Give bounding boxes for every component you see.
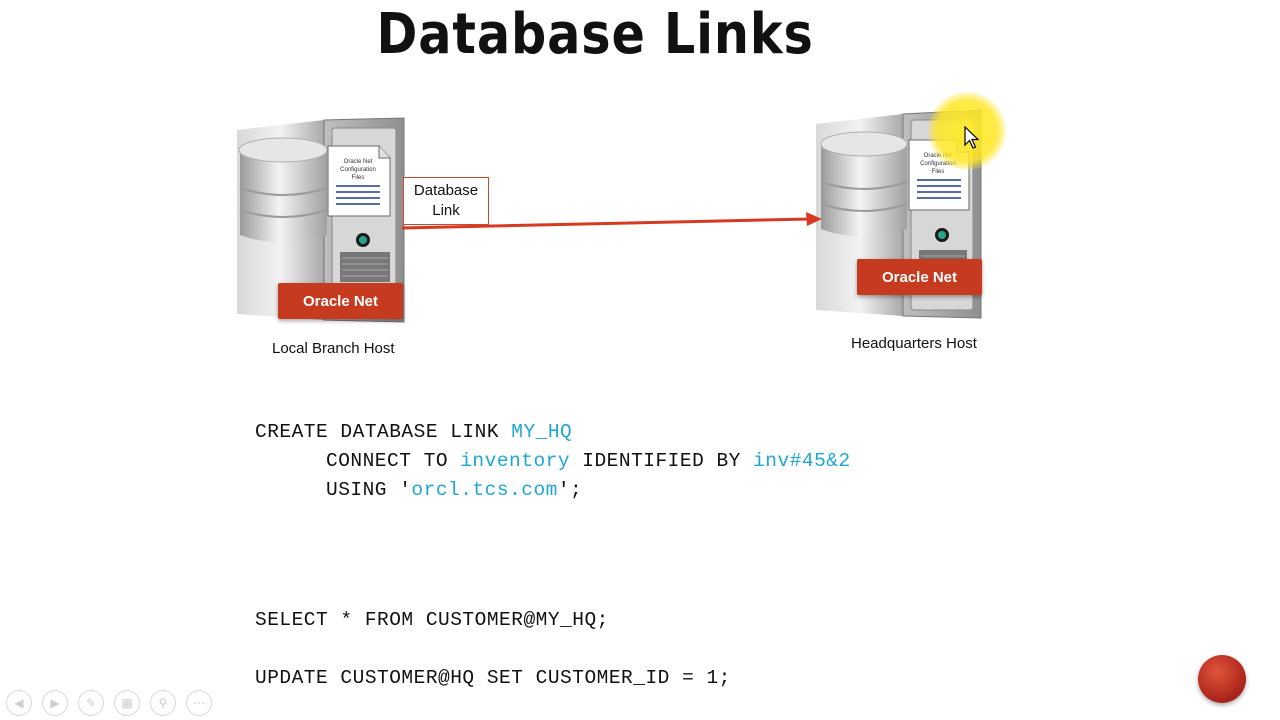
- link-name: MY_HQ: [511, 421, 573, 443]
- more-icon[interactable]: ⋯: [186, 690, 212, 716]
- using-end: ';: [557, 479, 583, 501]
- svg-text:Files: Files: [352, 175, 365, 181]
- create-link-statement-line3: USING 'orcl.tcs.com';: [326, 479, 582, 501]
- svg-text:Configuration: Configuration: [340, 167, 376, 173]
- database-link-arrow: [401, 212, 822, 230]
- slide-player-controls: ◀ ▶ ✎ ▦ ⚲ ⋯: [6, 690, 212, 716]
- hq-oracle-net-badge: Oracle Net: [857, 259, 982, 295]
- presenter-logo-icon: [1198, 655, 1246, 703]
- link-label-line1: Database: [413, 182, 479, 199]
- identified-keyword: IDENTIFIED BY: [570, 450, 754, 472]
- service-name: orcl.tcs.com: [411, 479, 558, 501]
- svg-text:Files: Files: [932, 169, 945, 175]
- password: inv#45&2: [753, 450, 851, 472]
- slide-title: Database Links: [376, 2, 814, 67]
- local-oracle-net-badge: Oracle Net: [278, 283, 403, 319]
- link-label-line2: Link: [432, 202, 460, 219]
- using-keyword: USING ': [326, 479, 412, 501]
- slides-icon[interactable]: ▦: [114, 690, 140, 716]
- local-server-icon: Oracle Net Configuration Files: [237, 117, 405, 323]
- select-statement: SELECT * FROM CUSTOMER@MY_HQ;: [255, 609, 609, 631]
- hq-host-label: Headquarters Host: [851, 335, 977, 352]
- create-link-statement-line1: CREATE DATABASE LINK MY_HQ: [255, 421, 572, 443]
- create-keyword: CREATE DATABASE LINK: [255, 421, 512, 443]
- update-statement: UPDATE CUSTOMER@HQ SET CUSTOMER_ID = 1;: [255, 667, 731, 689]
- svg-text:Oracle Net: Oracle Net: [344, 159, 373, 165]
- local-host-label: Local Branch Host: [272, 340, 395, 357]
- mouse-pointer-icon: [964, 126, 980, 149]
- username: inventory: [460, 450, 571, 472]
- pen-icon[interactable]: ✎: [78, 690, 104, 716]
- next-icon[interactable]: ▶: [42, 690, 68, 716]
- prev-icon[interactable]: ◀: [6, 690, 32, 716]
- zoom-icon[interactable]: ⚲: [150, 690, 176, 716]
- connect-keyword: CONNECT TO: [326, 450, 461, 472]
- create-link-statement-line2: CONNECT TO inventory IDENTIFIED BY inv#4…: [326, 450, 851, 472]
- svg-text:Configuration: Configuration: [920, 161, 956, 167]
- database-link-label: Database Link: [403, 177, 489, 225]
